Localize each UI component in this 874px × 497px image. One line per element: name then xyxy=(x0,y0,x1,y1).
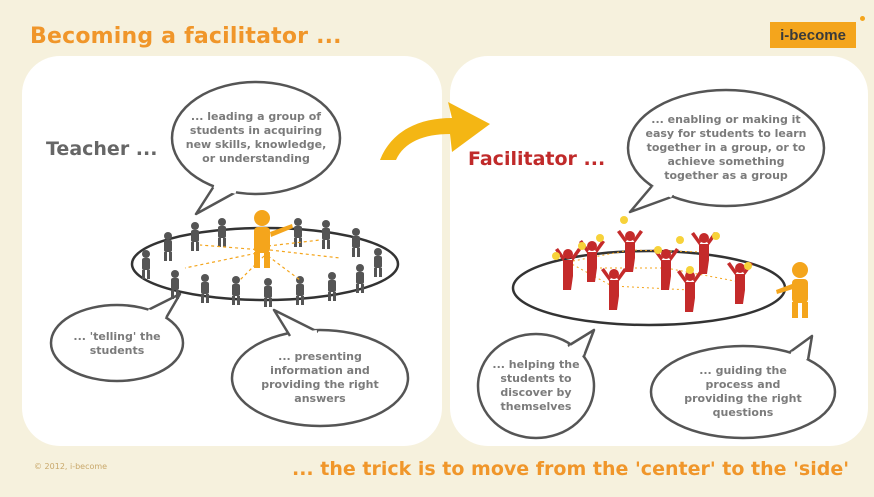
student-figures-active xyxy=(555,230,753,312)
bubble-line: students in acquiring xyxy=(189,124,323,137)
facilitator-bottom-bubble-text: ... guiding the process and providing th… xyxy=(664,364,822,420)
teacher-left-bubble-text: ... 'telling' the students xyxy=(62,330,172,358)
bubble-line: achieve something xyxy=(667,155,785,168)
bubble-line: ... leading a group of xyxy=(190,110,322,123)
bubble-line: ... guiding the xyxy=(699,364,787,377)
facilitator-top-bubble-text: ... enabling or making it easy for stude… xyxy=(640,113,812,183)
brand-logo: i-become xyxy=(770,22,856,48)
bubble-line: ... helping the xyxy=(492,358,580,371)
footer-tagline: ... the trick is to move from the 'cente… xyxy=(292,458,850,480)
bubble-line: new skills, knowledge, xyxy=(185,138,327,151)
logo-mark xyxy=(860,16,865,21)
bubble-line: providing the right xyxy=(261,378,379,391)
teacher-bottom-bubble xyxy=(230,308,410,428)
teacher-bottom-bubble-text: ... presenting information and providing… xyxy=(244,350,396,406)
copyright-notice: © 2012, i-become xyxy=(34,462,108,471)
bubble-line: ... enabling or making it xyxy=(651,113,801,126)
bubble-line: questions xyxy=(712,406,774,419)
bubble-line: students xyxy=(89,344,145,357)
bubble-line: themselves xyxy=(500,400,572,413)
bubble-line: easy for students to learn xyxy=(645,127,807,140)
teacher-label: Teacher ... xyxy=(46,138,158,160)
bubble-line: answers xyxy=(294,392,346,405)
bubble-line: students to xyxy=(500,372,572,385)
bubble-line: ... 'telling' the xyxy=(73,330,161,343)
facilitator-figure xyxy=(776,262,808,318)
transition-arrow xyxy=(380,102,490,160)
bubble-line: or understanding xyxy=(202,152,310,165)
facilitator-top-bubble xyxy=(626,88,826,214)
student-figures xyxy=(142,218,382,307)
bubble-line: together as a group xyxy=(664,169,788,182)
teacher-top-bubble xyxy=(170,80,342,216)
teacher-top-bubble-text: ... leading a group of students in acqui… xyxy=(180,110,332,166)
bubble-line: process and xyxy=(705,378,781,391)
facilitator-bottom-bubble xyxy=(649,334,837,440)
facilitator-student-circle xyxy=(511,216,808,327)
bubble-line: providing the right xyxy=(684,392,802,405)
facilitator-left-bubble-text: ... helping the students to discover by … xyxy=(488,358,584,414)
facilitator-left-bubble xyxy=(476,328,596,440)
teacher-figure xyxy=(254,210,293,268)
bubble-line: discover by xyxy=(500,386,572,399)
bubble-line: together in a group, or to xyxy=(646,141,806,154)
bubble-line: ... presenting xyxy=(278,350,362,363)
teacher-arrows xyxy=(184,239,341,281)
bubble-line: information and xyxy=(270,364,370,377)
facilitator-label: Facilitator ... xyxy=(468,148,606,170)
idea-sparks xyxy=(552,216,752,274)
teacher-student-circle xyxy=(130,210,400,307)
slide-title: Becoming a facilitator ... xyxy=(30,24,342,49)
teacher-left-bubble xyxy=(49,292,185,383)
